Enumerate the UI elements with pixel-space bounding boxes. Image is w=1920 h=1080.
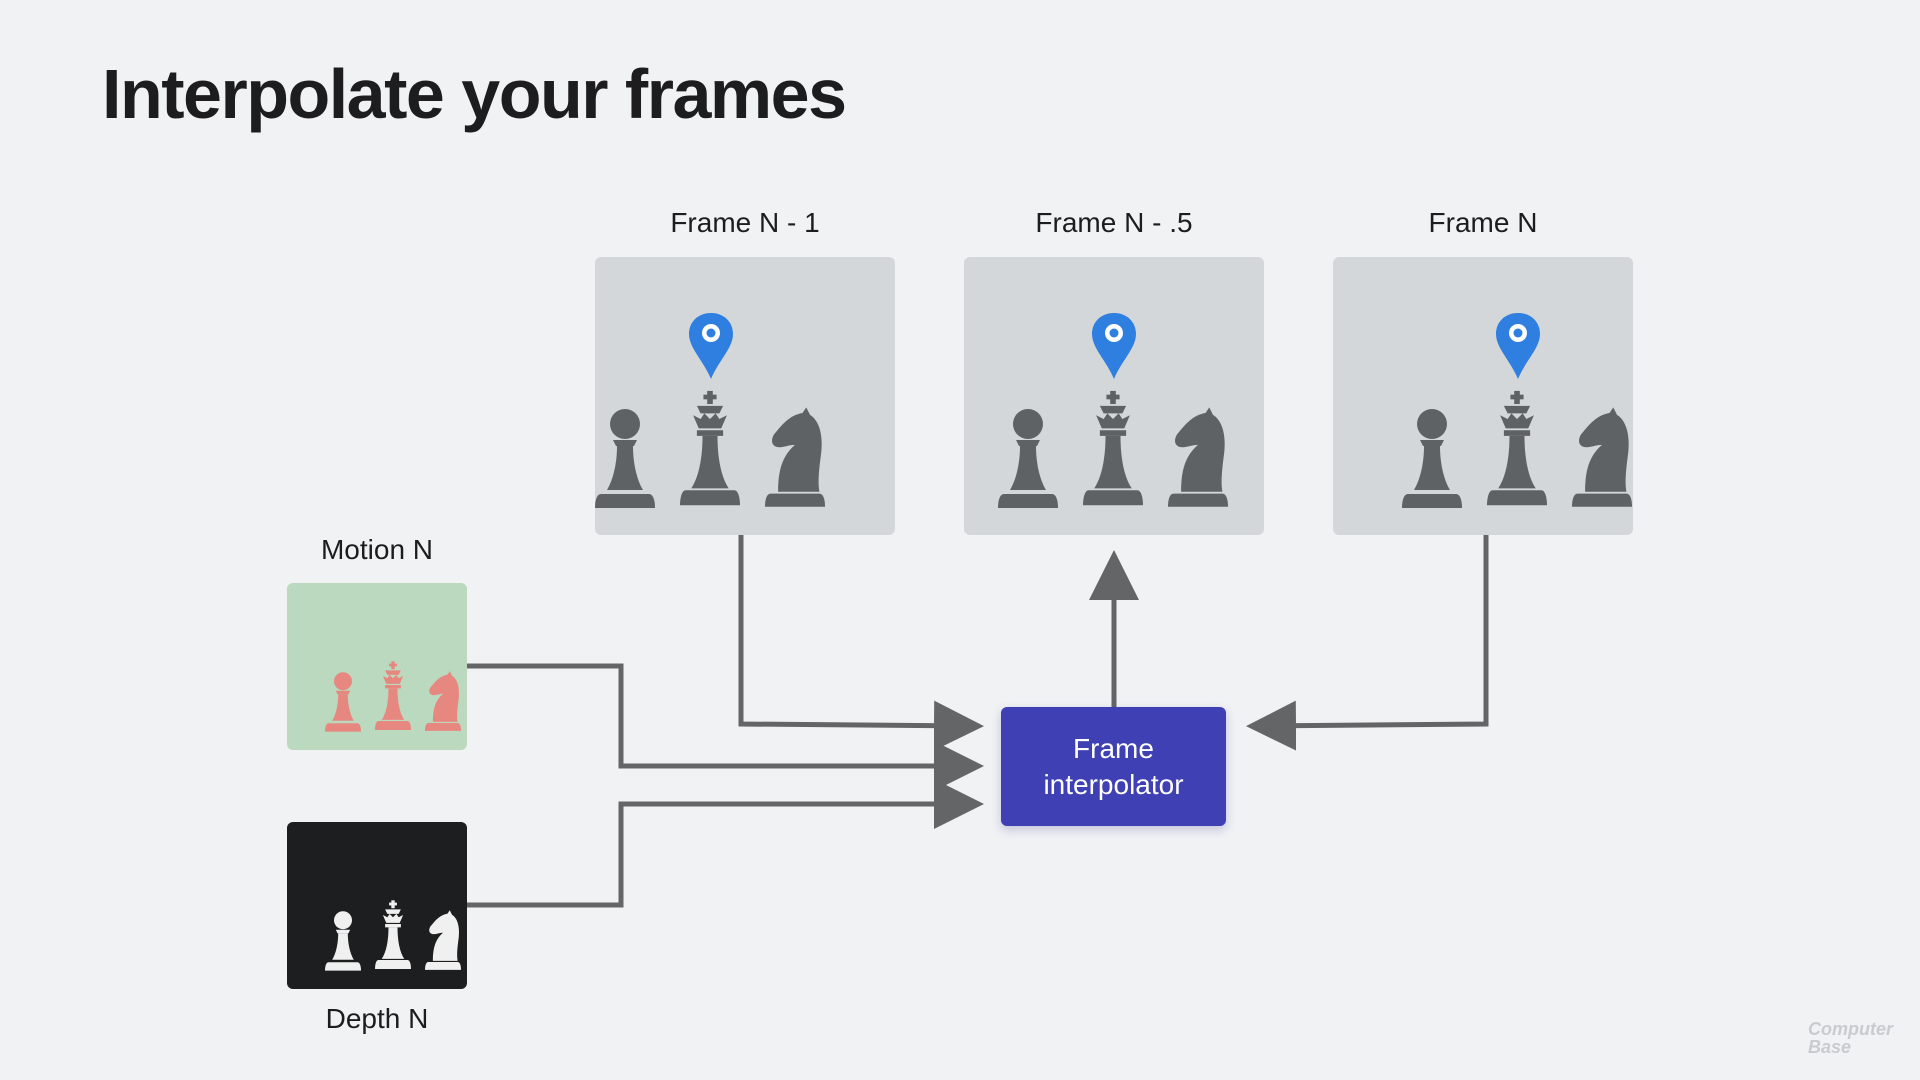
location-pin-icon [689, 313, 733, 384]
knight-icon [425, 907, 461, 978]
arrow-motion-to-interpolator [467, 663, 984, 791]
depth-label: Depth N [325, 1003, 429, 1034]
queen-icon [375, 898, 411, 978]
frame-n-minus-half [964, 257, 1264, 535]
pawn-icon [595, 402, 655, 517]
arrow-frame-prev-to-interpolator [738, 535, 984, 751]
knight-icon [425, 668, 461, 739]
pawn-icon [998, 402, 1058, 517]
page-title: Interpolate your frames [102, 55, 847, 133]
frame-label-n-minus-half: Frame N - .5 [1035, 207, 1193, 238]
arrow-frame-next-to-interpolator [1246, 535, 1489, 751]
knight-icon [1572, 402, 1632, 517]
knight-icon [1168, 402, 1228, 517]
frame-label-n-minus-1: Frame N - 1 [670, 207, 820, 238]
watermark-logo: Computer Base [1808, 1019, 1893, 1057]
frame-n-minus-1 [595, 257, 895, 535]
pawn-icon [1402, 402, 1462, 517]
frame-interpolator-label: Frame interpolator [1043, 732, 1184, 800]
location-pin-icon [1496, 313, 1540, 384]
frame-interpolator-box: Frame interpolator [1001, 707, 1226, 826]
location-pin-icon [1092, 313, 1136, 384]
arrow-depth-to-interpolator [467, 779, 984, 908]
pawn-icon [325, 668, 361, 739]
frame-label-n: Frame N [1428, 207, 1538, 238]
motion-label: Motion N [320, 534, 434, 565]
queen-icon [1083, 387, 1143, 517]
depth-thumbnail [287, 822, 467, 989]
frame-n [1333, 257, 1633, 535]
queen-icon [1487, 387, 1547, 517]
pawn-icon [325, 907, 361, 978]
knight-icon [765, 402, 825, 517]
queen-icon [680, 387, 740, 517]
queen-icon [375, 659, 411, 739]
motion-thumbnail [287, 583, 467, 750]
